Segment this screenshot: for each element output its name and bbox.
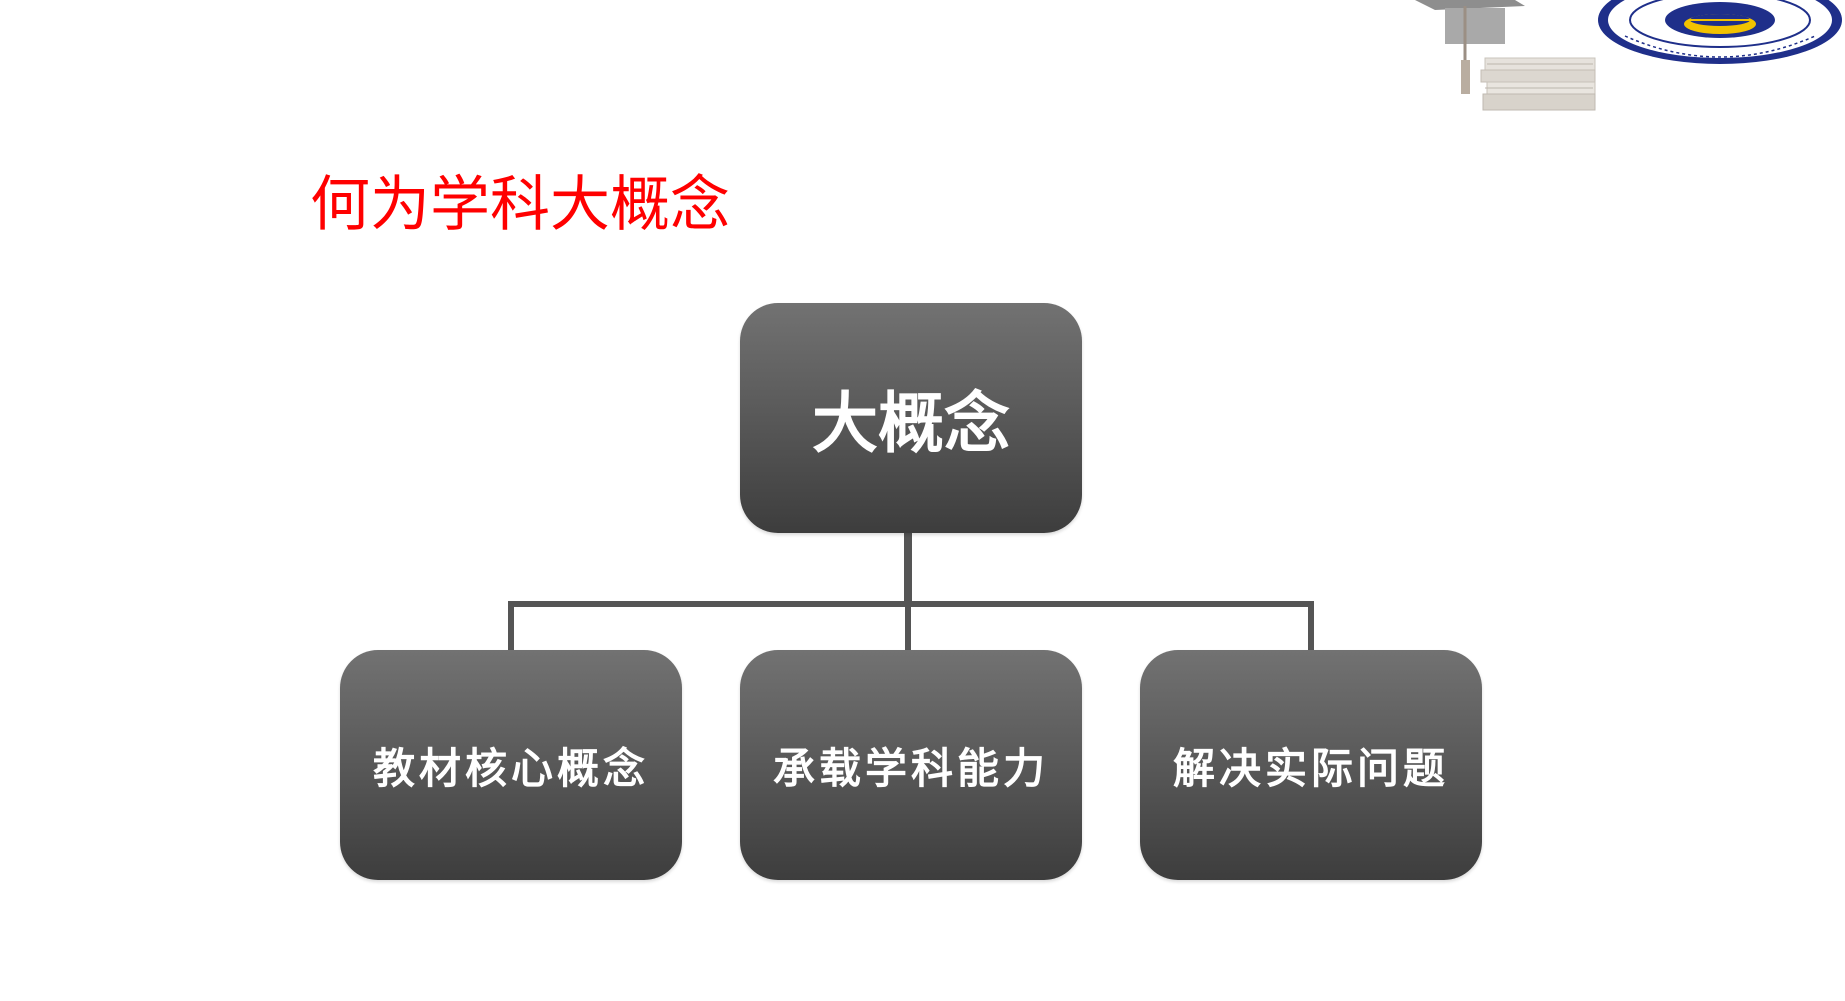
child-node-label: 承载学科能力 <box>772 743 1049 793</box>
root-node-label: 大概念 <box>812 385 1010 462</box>
header-decoration <box>1415 0 1845 116</box>
school-seal-icon <box>1598 0 1842 64</box>
child-node-2: 承载学科能力 <box>740 650 1082 880</box>
graduation-cap-books-icon <box>1415 0 1596 111</box>
child-node-1: 教材核心概念 <box>340 650 682 880</box>
slide-title: 何为学科大概念 <box>310 170 730 240</box>
child-node-label: 解决实际问题 <box>1172 743 1449 793</box>
child-node-3: 解决实际问题 <box>1140 650 1482 880</box>
child-node-label: 教材核心概念 <box>372 743 649 793</box>
root-node: 大概念 <box>740 303 1082 533</box>
